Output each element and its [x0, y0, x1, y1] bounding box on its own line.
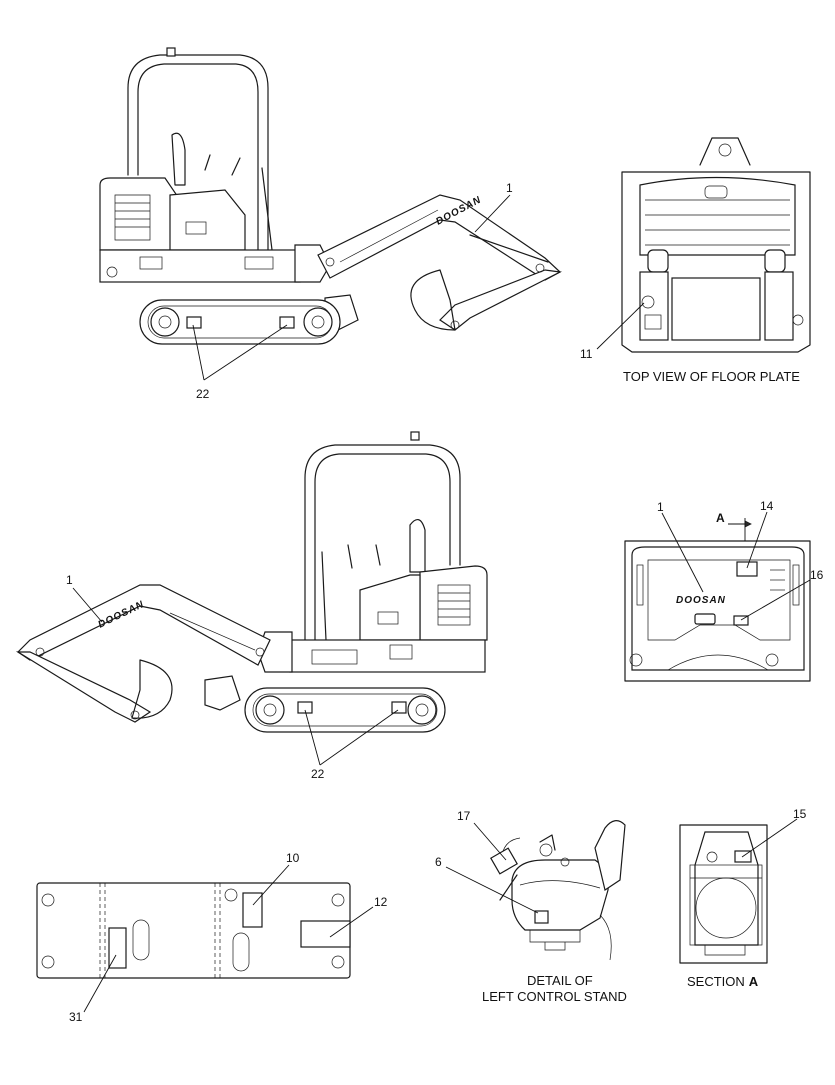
callout-22a: 22 [196, 387, 210, 401]
callout-10: 10 [286, 851, 300, 865]
rear-view: DOOSAN A 1 14 16 [624, 499, 824, 682]
section-a-view: 15 SECTION A [679, 807, 807, 989]
callout-15: 15 [793, 807, 807, 821]
left-control-stand-detail: 17 6 DETAIL OF LEFT CONTROL STAND [435, 809, 627, 1004]
detail-caption-line2: LEFT CONTROL STAND [482, 989, 627, 1004]
callout-6: 6 [435, 855, 442, 869]
callout-14: 14 [760, 499, 774, 513]
decal-22-right [279, 316, 295, 329]
section-caption-prefix: SECTION [687, 974, 745, 989]
excavator-side-view-left: DOOSAN 1 22 [15, 431, 488, 781]
decal-14 [736, 561, 758, 577]
callout-22b: 22 [311, 767, 325, 781]
section-caption: SECTION A [687, 974, 759, 989]
callout-16: 16 [810, 568, 824, 582]
callout-11: 11 [580, 347, 593, 361]
callout-1a: 1 [506, 181, 513, 195]
section-marker-a: A [716, 511, 725, 525]
decal-10 [242, 892, 263, 928]
callout-12: 12 [374, 895, 388, 909]
rear-logo: DOOSAN [676, 595, 726, 606]
callout-1c: 1 [657, 500, 664, 514]
excavator-side-view-right: DOOSAN 1 22 [99, 47, 562, 401]
callout-31: 31 [69, 1010, 83, 1024]
callout-17: 17 [457, 809, 471, 823]
floor-plate-panel: 10 12 31 [36, 851, 388, 1024]
decal-22-left [186, 316, 202, 329]
floor-plate-top-view: 11 TOP VIEW OF FLOOR PLATE [580, 137, 811, 384]
section-caption-letter: A [749, 974, 759, 989]
decal-22-left-b [297, 701, 313, 714]
detail-caption-line1: DETAIL OF [527, 973, 593, 988]
decal-6 [534, 910, 549, 924]
decal-16 [733, 615, 749, 626]
decal-12 [300, 920, 351, 948]
floor-plate-caption: TOP VIEW OF FLOOR PLATE [623, 369, 800, 384]
decal-22-right-b [391, 701, 407, 714]
decal-31 [108, 927, 127, 969]
callout-1b: 1 [66, 573, 73, 587]
